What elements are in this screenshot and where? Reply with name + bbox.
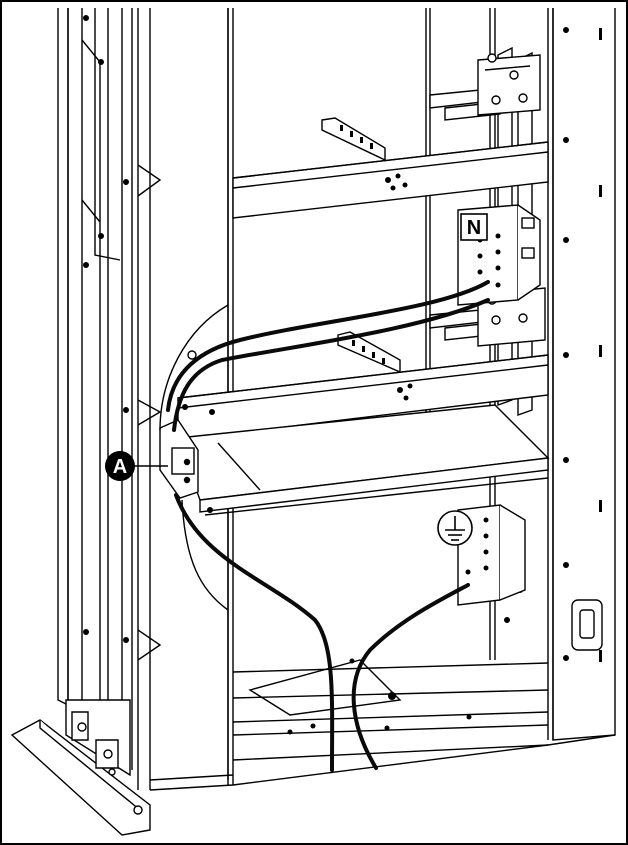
callout-a-text: A <box>113 456 127 478</box>
phase-cable-upper <box>172 298 490 432</box>
right-panel-fasteners <box>287 27 602 735</box>
curved-panel-edge <box>159 304 229 611</box>
protective-earth-icon <box>437 510 473 546</box>
lower-rail-holes <box>182 340 413 415</box>
neutral-label: N <box>460 213 488 241</box>
ground-bar-holes <box>465 517 489 575</box>
neutral-cable <box>166 280 490 412</box>
right-panel-access-plate <box>571 599 603 651</box>
neutral-label-text: N <box>467 217 481 239</box>
upper-bus-clamps <box>429 53 541 121</box>
cables <box>166 280 490 772</box>
cable-tray <box>177 404 550 516</box>
ground-cable <box>351 583 470 770</box>
upper-rail-holes <box>340 125 408 191</box>
cable-entry-bracket <box>159 419 199 499</box>
left-post-screws <box>83 15 129 643</box>
phase-cable-down-left <box>174 493 335 772</box>
base-foot <box>10 699 151 836</box>
callout-a: A <box>105 451 168 481</box>
